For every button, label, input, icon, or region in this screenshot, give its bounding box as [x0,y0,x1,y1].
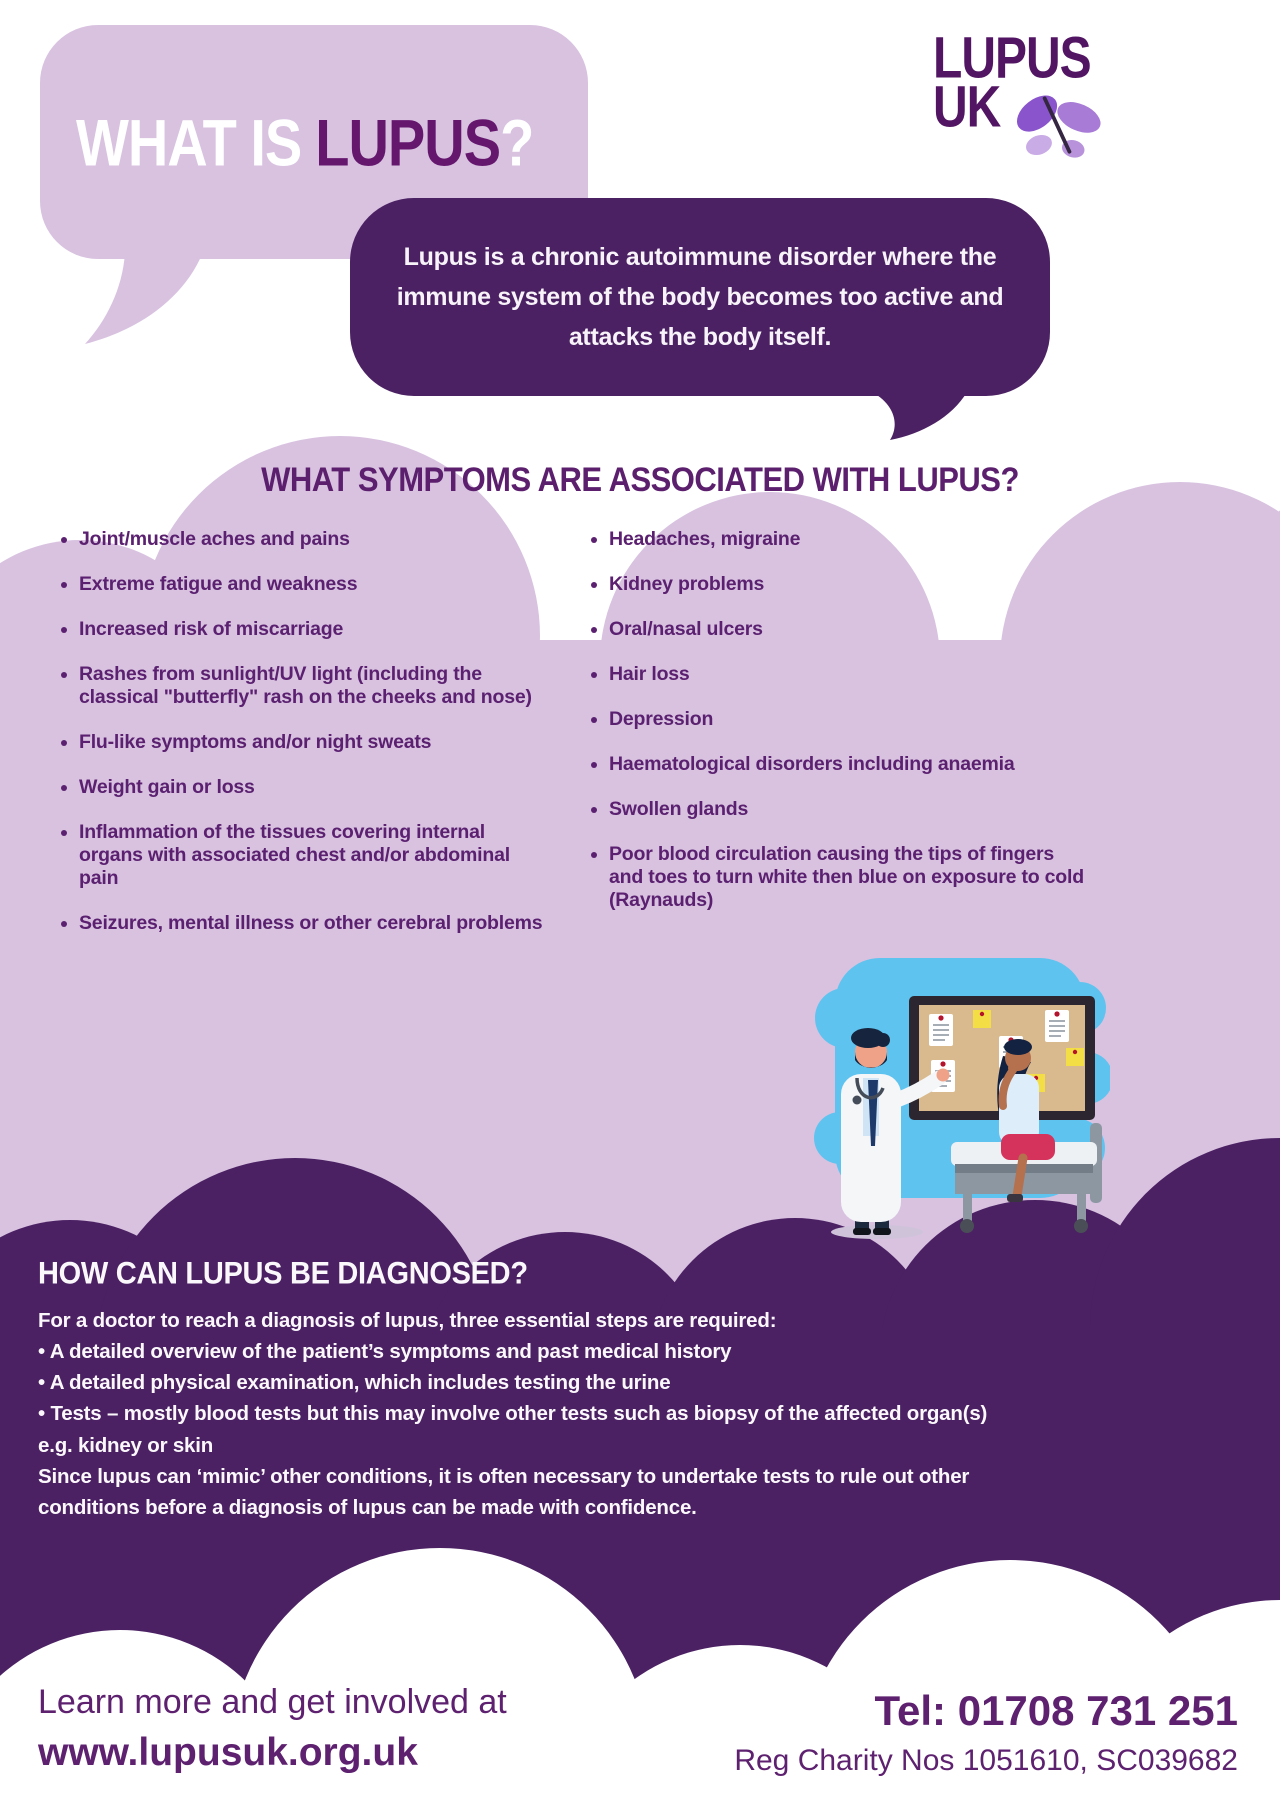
symptom-item: Depression [609,708,1089,731]
lupus-uk-logo: LUPUS UK [933,26,1163,165]
footer-left-block: Learn more and get involved at www.lupus… [38,1682,507,1775]
symptom-item: Oral/nasal ulcers [609,618,1089,641]
symptom-item: Hair loss [609,663,1089,686]
charity-registration: Reg Charity Nos 1051610, SC039682 [734,1744,1238,1778]
diagnosis-line: • A detailed overview of the patient’s s… [38,1340,732,1364]
symptom-item: Extreme fatigue and weakness [79,573,549,596]
symptom-item: Increased risk of miscarriage [79,618,549,641]
symptom-item: Headaches, migraine [609,528,1089,551]
symptom-item: Haematological disorders including anaem… [609,753,1089,776]
title-accent: LUPUS [315,104,501,180]
symptoms-heading: WHAT SYMPTOMS ARE ASSOCIATED WITH LUPUS? [261,460,1019,499]
symptom-item: Rashes from sunlight/UV light (including… [79,663,549,709]
telephone-number: Tel: 01708 731 251 [874,1687,1238,1734]
symptom-item: Poor blood circulation causing the tips … [609,843,1089,912]
footer-background [0,1745,1280,1811]
website-url: www.lupusuk.org.uk [38,1730,418,1774]
footer-right-block: Tel: 01708 731 251 Reg Charity Nos 10516… [734,1687,1238,1778]
learn-more-text: Learn more and get involved at [38,1683,507,1721]
title-part2: ? [500,104,534,180]
symptom-item: Weight gain or loss [79,776,549,799]
sticky-note [1066,1048,1084,1066]
logo-text-uk: UK [933,75,1001,140]
symptom-item: Kidney problems [609,573,1089,596]
symptoms-list-left: Joint/muscle aches and pains Extreme fat… [55,528,549,957]
doctor-patient-illustration [814,958,1110,1239]
title-part1: WHAT IS [76,104,302,180]
pinned-note [929,1014,953,1046]
diagnosis-line: • Tests – mostly blood tests but this ma… [38,1402,988,1457]
diagnosis-heading: HOW CAN LUPUS BE DIAGNOSED? [38,1256,528,1292]
answer-speech-bubble: Lupus is a chronic autoimmune disorder w… [350,198,1050,396]
pinned-note [1045,1010,1069,1042]
diagnosis-line: Since lupus can ‘mimic’ other conditions… [38,1464,970,1519]
lupus-definition-text: Lupus is a chronic autoimmune disorder w… [396,243,1004,351]
symptom-item: Seizures, mental illness or other cerebr… [79,912,549,935]
symptoms-list-right: Headaches, migraine Kidney problems Oral… [585,528,1089,934]
symptom-item: Joint/muscle aches and pains [79,528,549,551]
speech-bubble-tail [85,252,203,344]
logo-text-lupus: LUPUS [933,26,1092,92]
symptom-item: Flu-like symptoms and/or night sweats [79,731,549,754]
symptom-item: Swollen glands [609,798,1089,821]
doctor-figure [841,1028,950,1235]
speech-bubble-tail [872,392,967,440]
patient-figure [997,1039,1055,1202]
diagnosis-line: For a doctor to reach a diagnosis of lup… [38,1309,777,1332]
diagnosis-section: HOW CAN LUPUS BE DIAGNOSED? For a doctor… [38,1256,1003,1523]
butterfly-icon [1017,95,1101,158]
diagnosis-line: • A detailed physical examination, which… [38,1371,671,1395]
symptom-item: Inflammation of the tissues covering int… [79,821,549,890]
sticky-note [973,1010,991,1028]
